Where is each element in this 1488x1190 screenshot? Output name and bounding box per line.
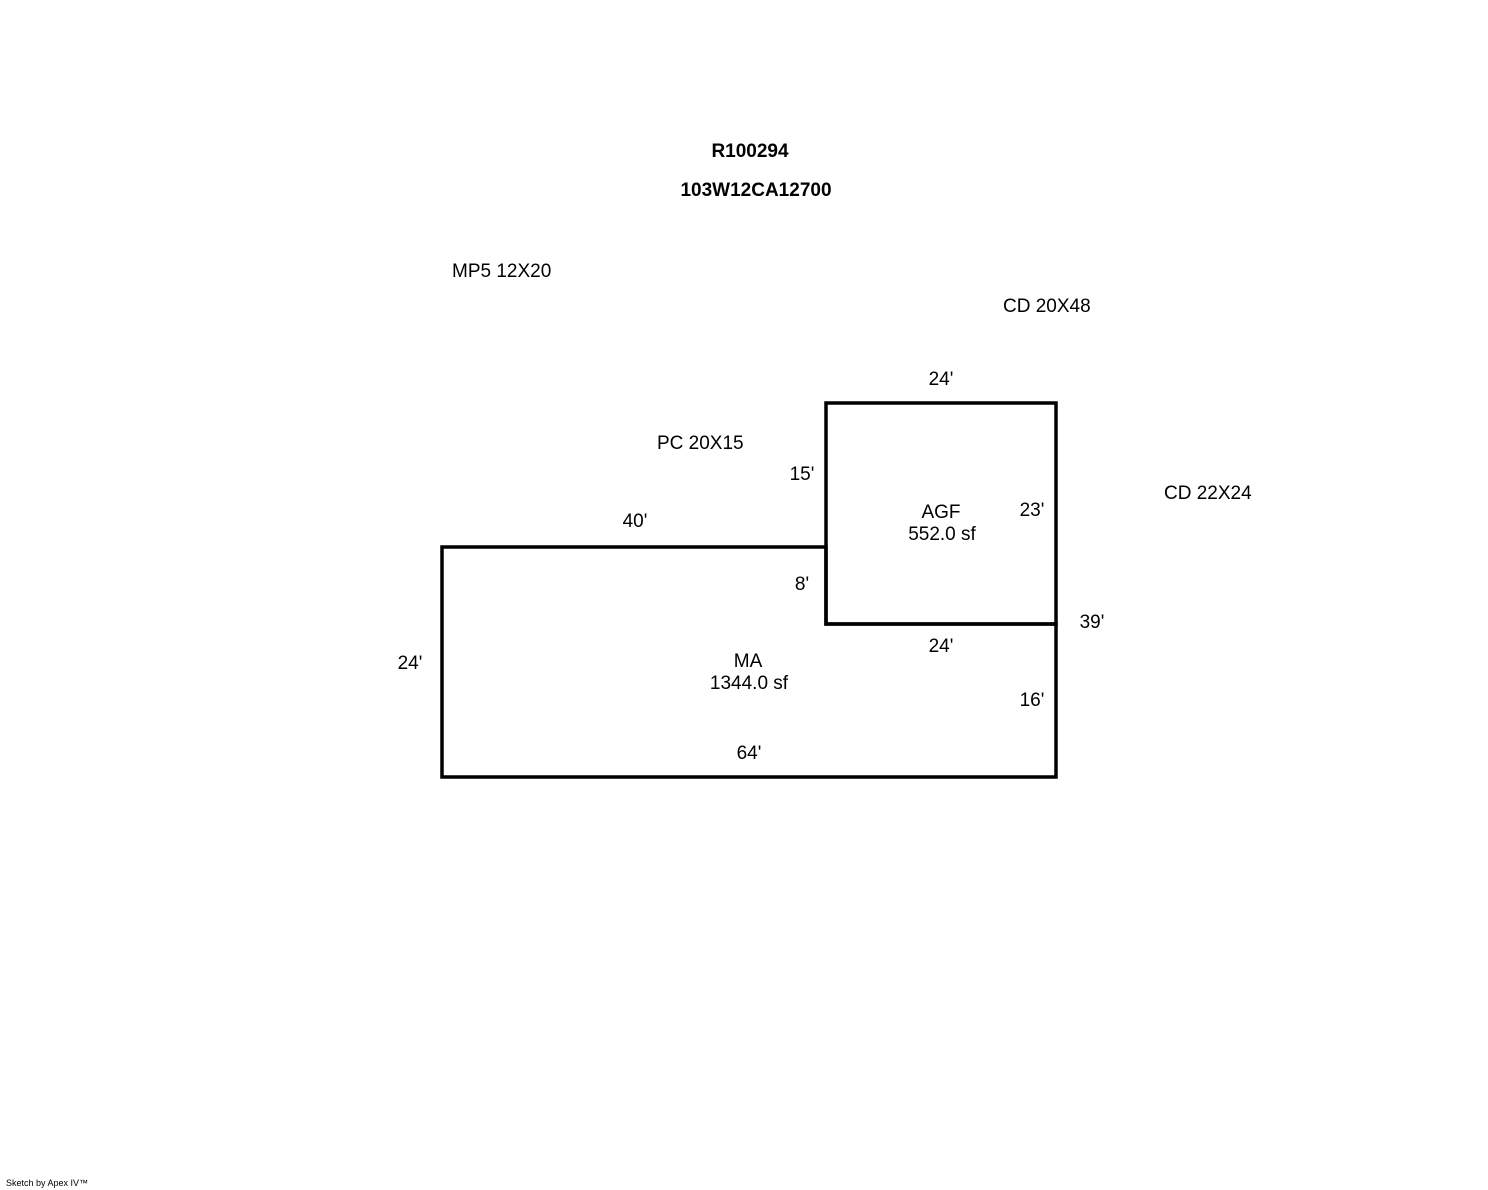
sketch-credit: Sketch by Apex IV™ bbox=[6, 1178, 89, 1188]
dim-agf-bottom: 24' bbox=[928, 636, 954, 657]
dim-ma-step: 8' bbox=[794, 574, 810, 595]
dim-ma-top: 40' bbox=[622, 511, 648, 532]
agf-area-size: 552.0 sf bbox=[908, 524, 976, 545]
parcel-id: R100294 bbox=[711, 141, 789, 162]
dim-agf-right: 23' bbox=[1019, 500, 1045, 521]
annotation-pc: PC 20X15 bbox=[657, 433, 744, 454]
dim-right-total: 39' bbox=[1079, 612, 1105, 633]
dim-ma-left: 24' bbox=[397, 653, 423, 674]
ma-area-label: MA bbox=[733, 651, 763, 672]
agf-outline bbox=[824, 401, 1058, 626]
dim-agf-top: 24' bbox=[928, 369, 954, 390]
dim-ma-bottom: 64' bbox=[736, 743, 762, 764]
annotation-cd-20x48: CD 20X48 bbox=[1003, 296, 1091, 317]
ma-area-size: 1344.0 sf bbox=[709, 673, 789, 694]
annotation-cd-22x24: CD 22X24 bbox=[1164, 483, 1252, 504]
annotation-mp5: MP5 12X20 bbox=[452, 261, 552, 282]
agf-area-label: AGF bbox=[921, 502, 961, 523]
map-number: 103W12CA12700 bbox=[680, 180, 832, 201]
dim-agf-left: 15' bbox=[789, 464, 815, 485]
dim-ma-right: 16' bbox=[1019, 690, 1045, 711]
